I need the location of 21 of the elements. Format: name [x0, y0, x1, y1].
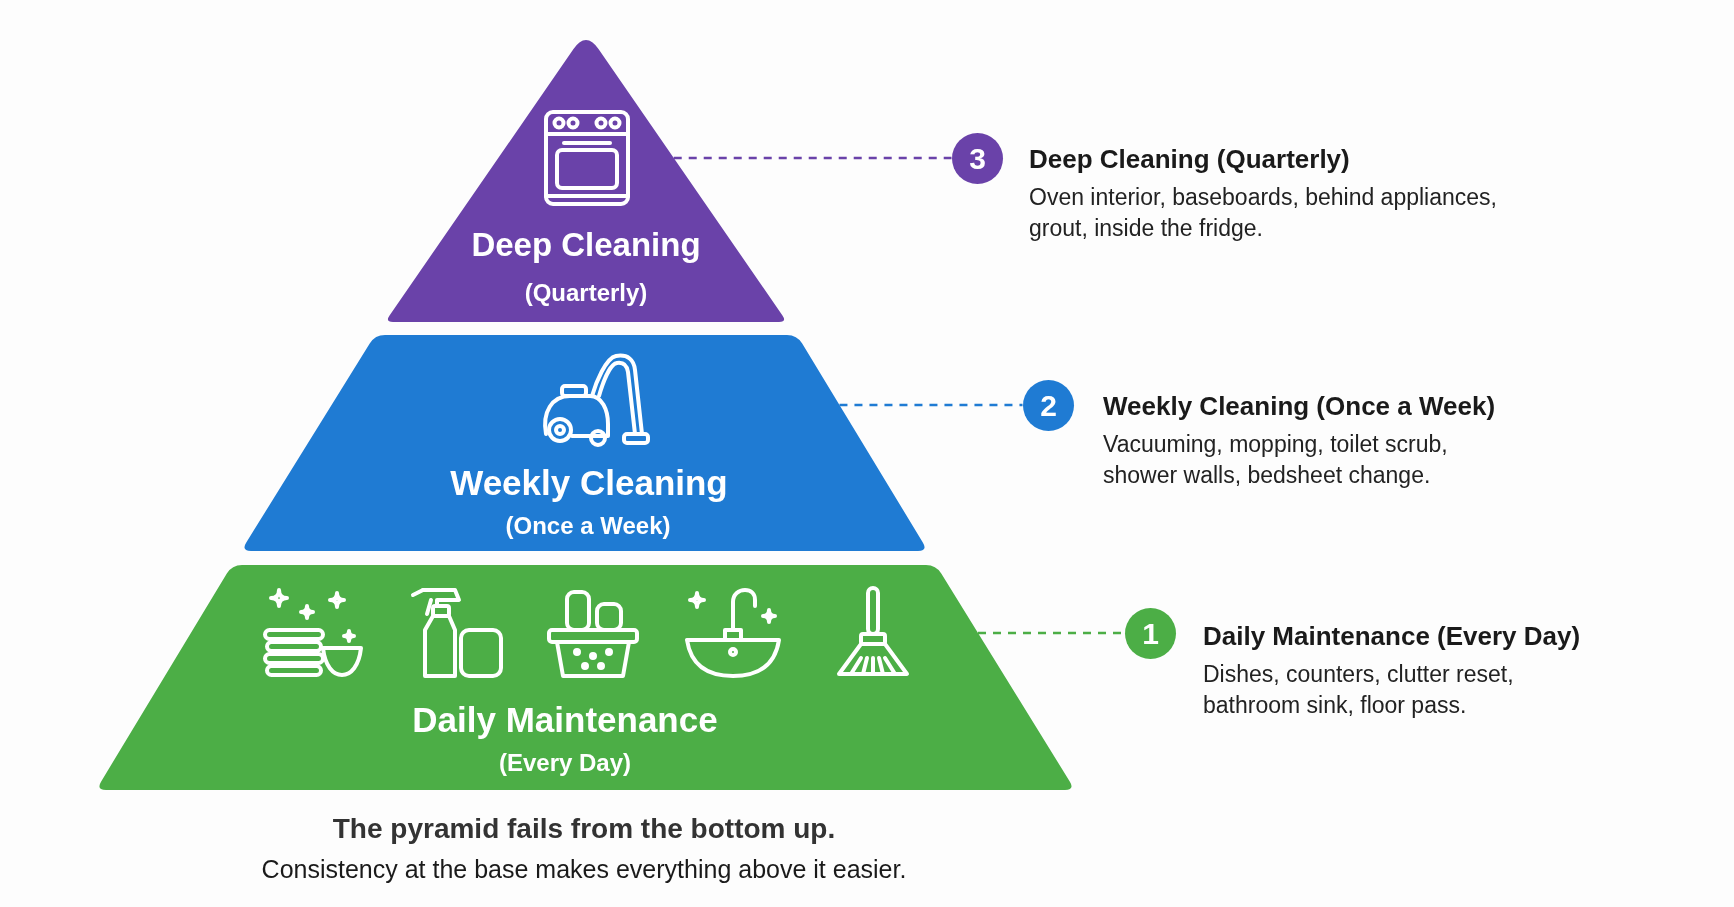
caption-text: Consistency at the base makes everything above it easier. [261, 854, 907, 885]
callout-description: Vacuuming, mopping, toilet scrub, shower walls, bedsheet change. [1103, 430, 1449, 490]
step-number-badge: 3 [952, 133, 1003, 184]
dashed-connector [839, 403, 1023, 407]
pyramid-tier [96, 565, 1075, 790]
callout-description: Dishes, counters, clutter reset, bathroom sink, floor pass. [1203, 660, 1515, 720]
tier-subtitle: (Once a Week) [505, 511, 671, 541]
dashed-connector [673, 156, 952, 160]
tier-title: Deep Cleaning [471, 225, 701, 265]
pyramid-tier [241, 335, 928, 551]
tier-subtitle: (Quarterly) [524, 278, 648, 308]
callout-heading: Deep Cleaning (Quarterly) [1029, 143, 1351, 175]
step-number-badge: 2 [1023, 380, 1074, 431]
tier-title: Daily Maintenance [412, 699, 718, 741]
callout-heading: Daily Maintenance (Every Day) [1203, 620, 1582, 652]
callout-heading: Weekly Cleaning (Once a Week) [1103, 390, 1496, 422]
callout-description: Oven interior, baseboards, behind appliances, grout, inside the fridge. [1029, 183, 1498, 243]
step-number-badge: 1 [1125, 608, 1176, 659]
tier-title: Weekly Cleaning [450, 462, 728, 504]
tier-subtitle: (Every Day) [498, 748, 632, 778]
caption-heading: The pyramid fails from the bottom up. [332, 812, 836, 846]
